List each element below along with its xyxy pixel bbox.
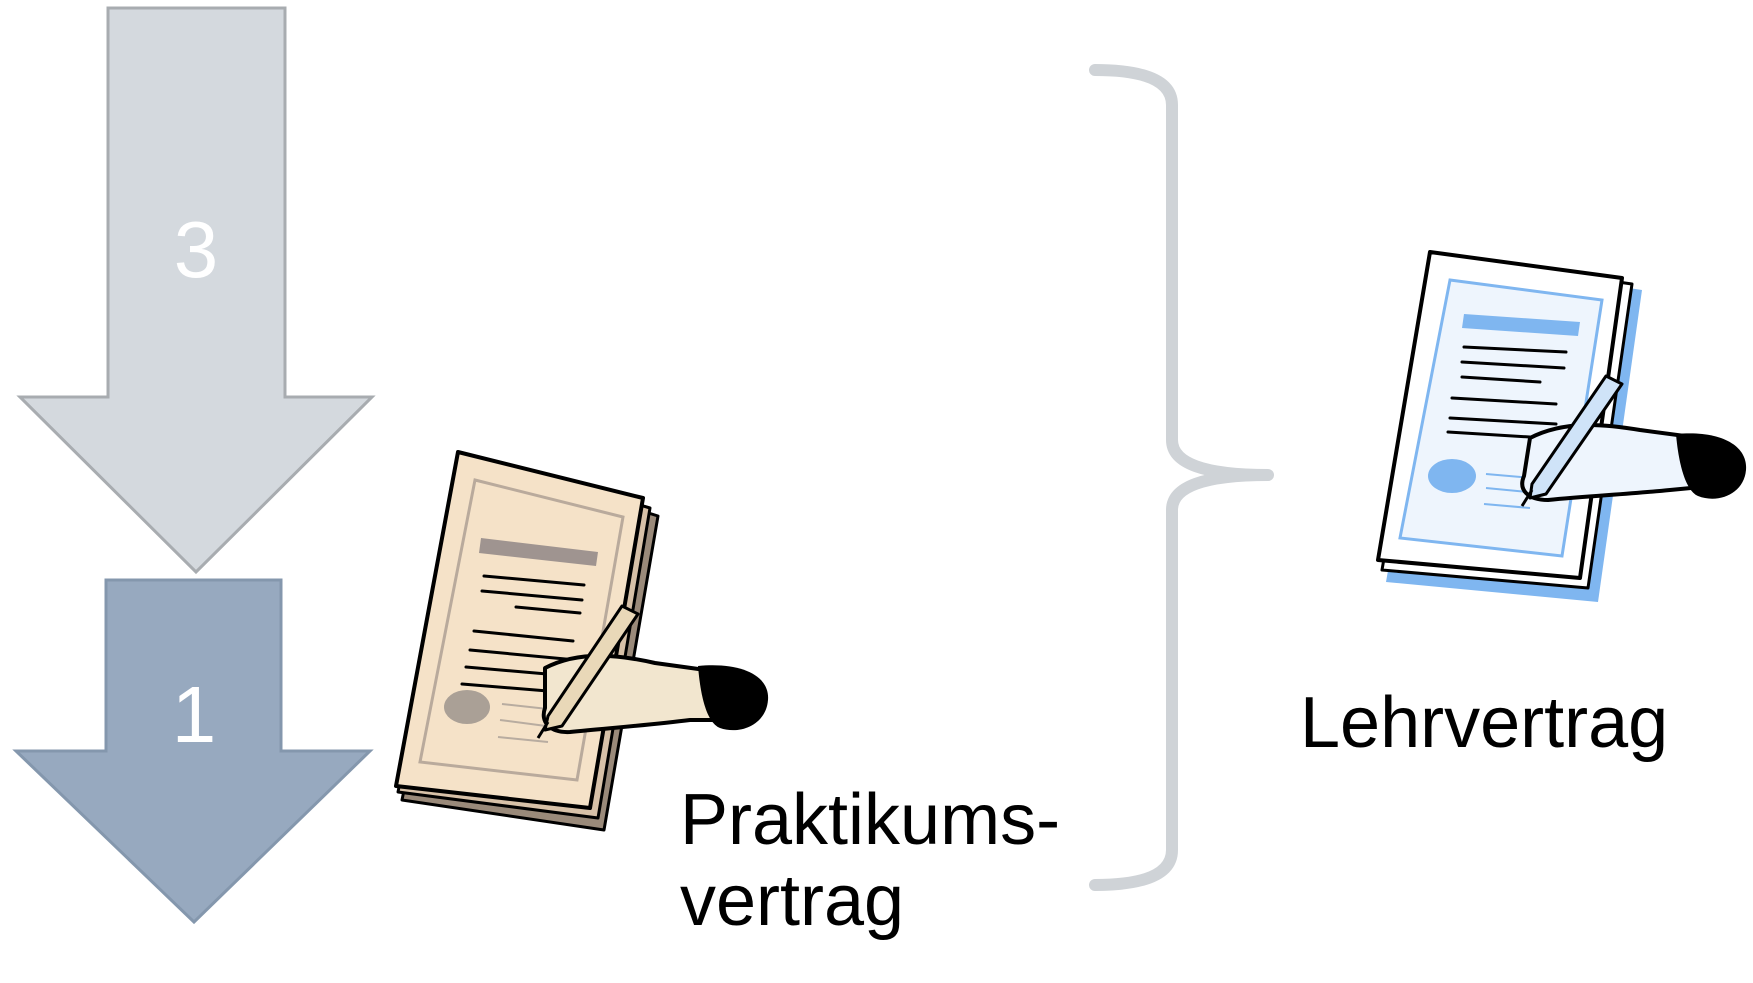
praktikum-caption: Praktikums- vertrag xyxy=(680,780,1060,943)
praktikum-contract-icon xyxy=(394,450,769,832)
lehr-caption: Lehrvertrag xyxy=(1300,683,1669,763)
lehr-contract-icon xyxy=(1376,250,1747,602)
praktikum-caption-line2: vertrag xyxy=(680,861,905,942)
step-arrow-3-label: 3 xyxy=(174,205,219,294)
praktikum-caption-line1: Praktikums- xyxy=(680,780,1061,860)
step-arrow-3-shape xyxy=(16,6,376,575)
step-arrow-1-label: 1 xyxy=(172,670,217,759)
curly-brace xyxy=(1089,64,1274,891)
step-arrow-1: 1 xyxy=(12,578,374,925)
step-arrow-1-shape xyxy=(12,578,374,925)
step-arrow-3: 3 xyxy=(16,6,376,575)
